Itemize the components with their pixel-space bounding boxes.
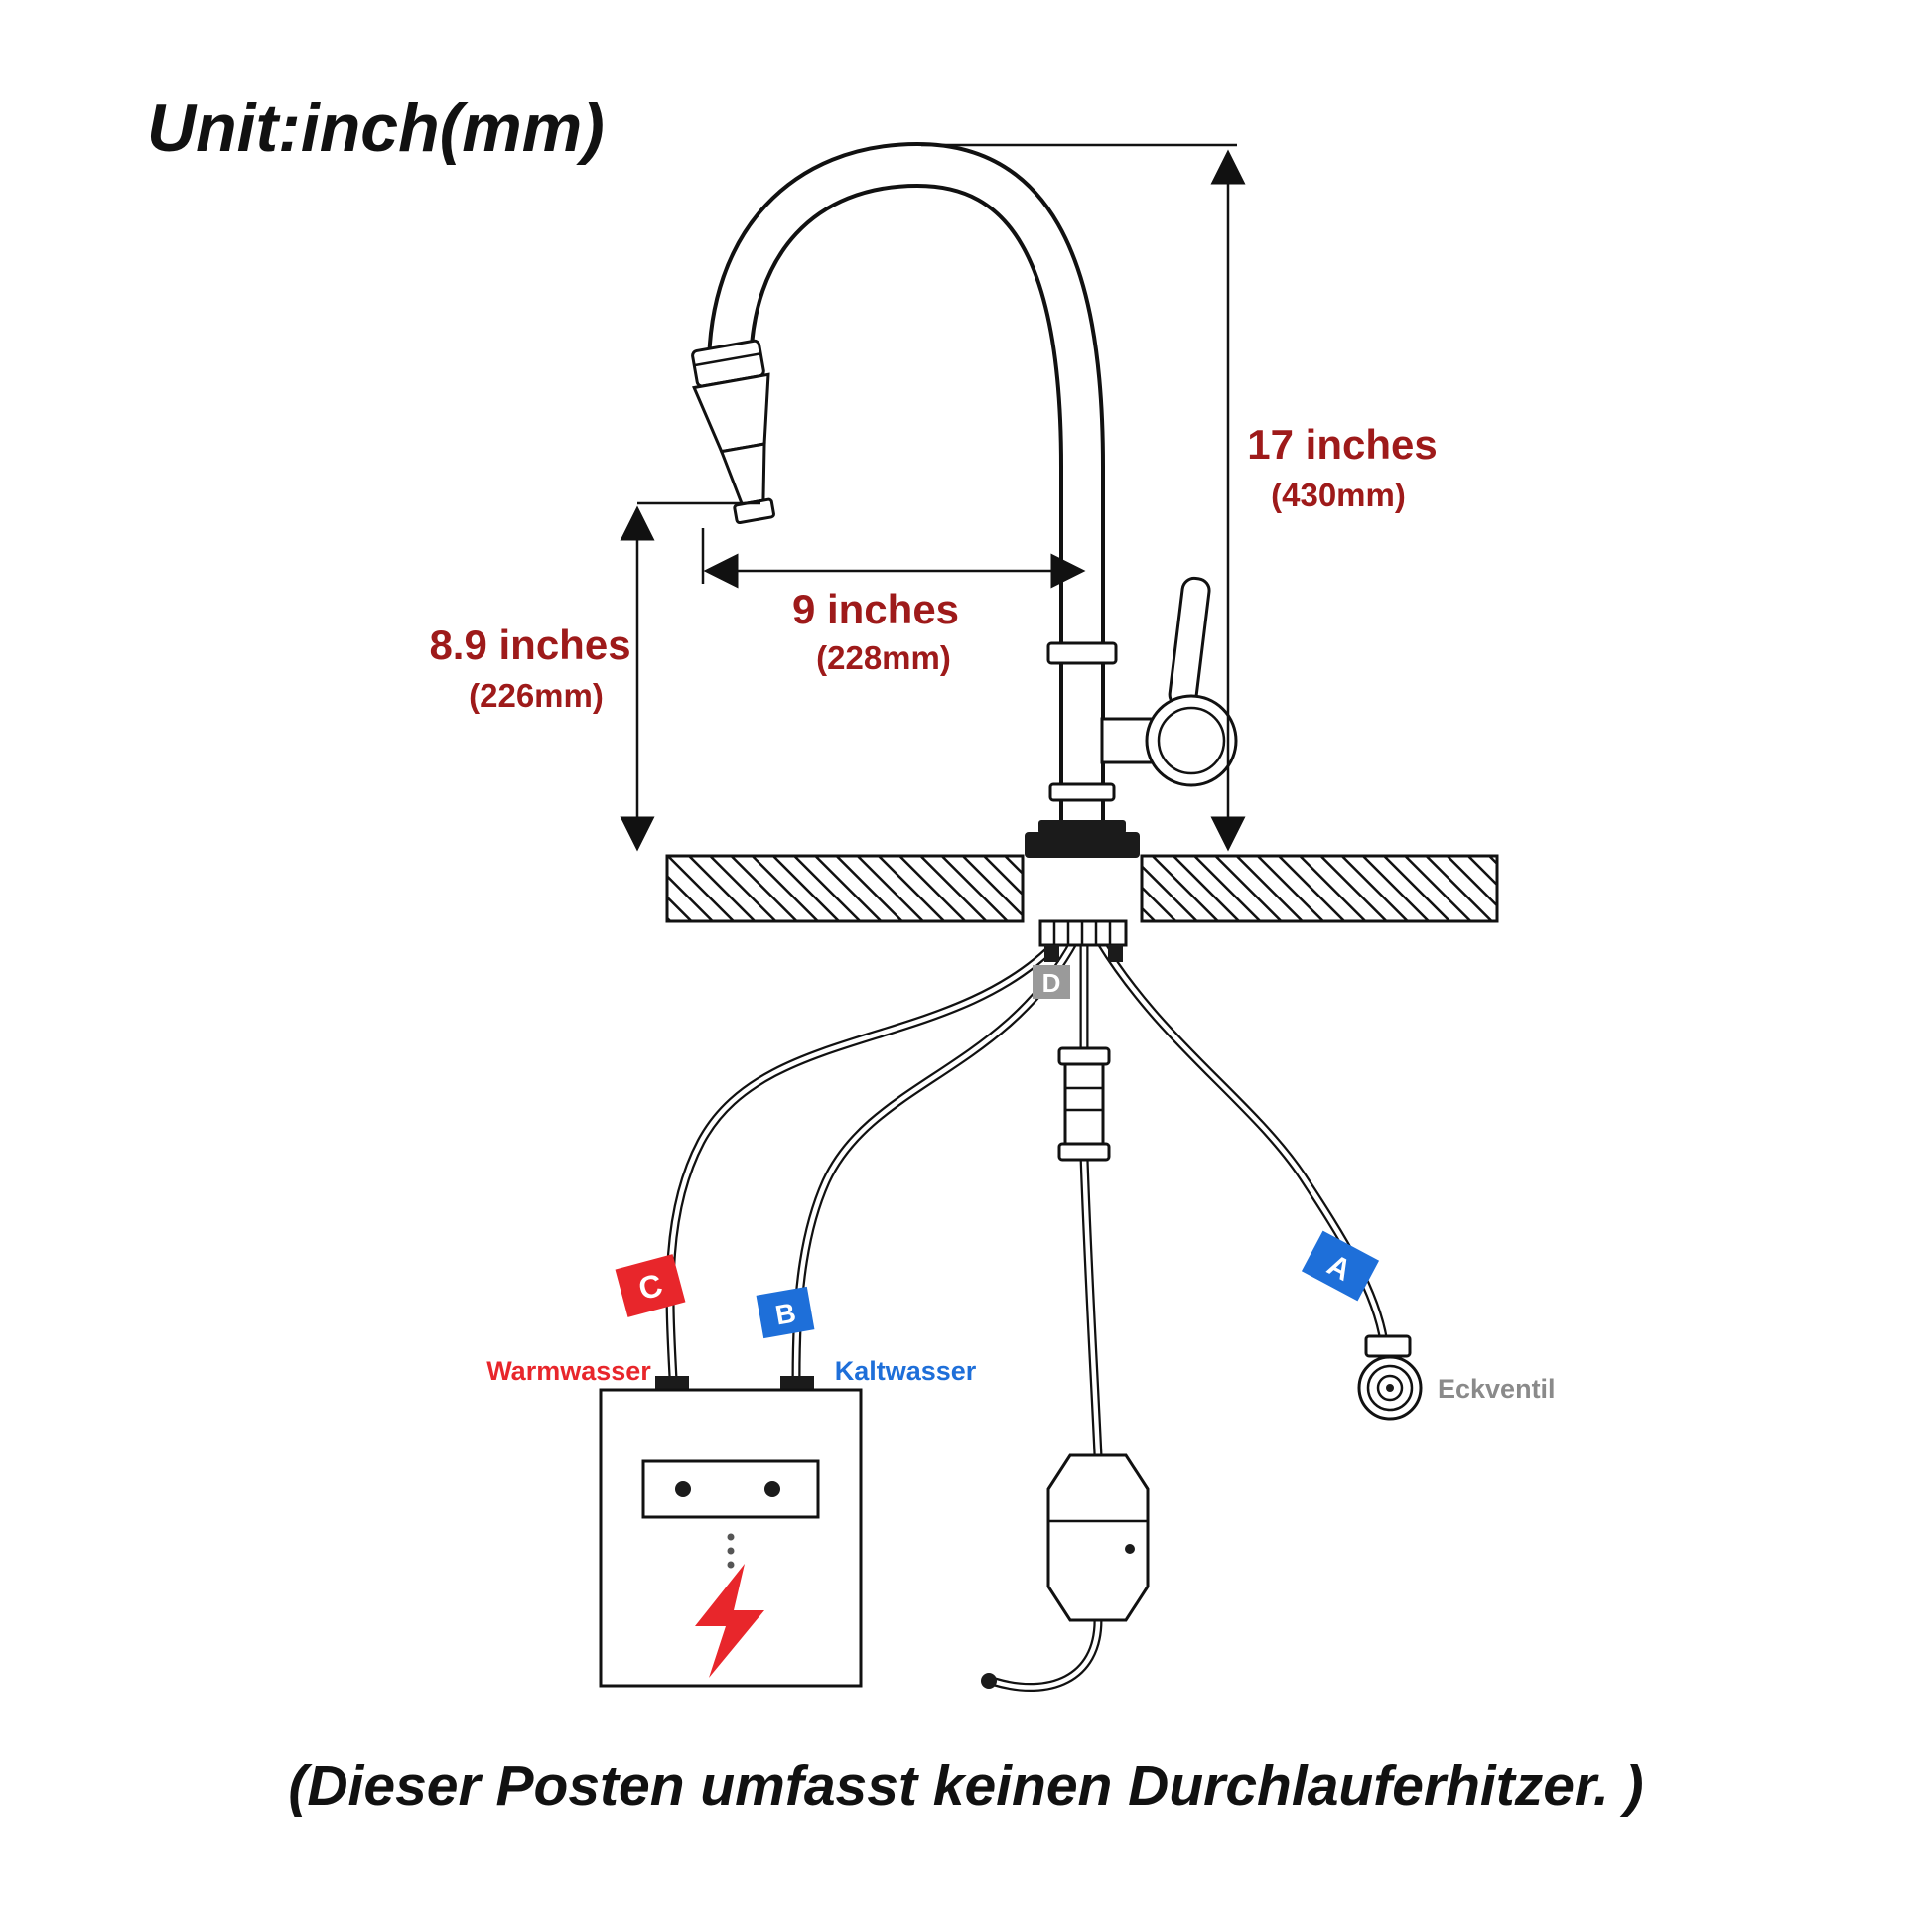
sprayer-head <box>691 339 775 525</box>
dimension-base-metric: (226mm) <box>469 677 604 714</box>
angle-valve-label: Eckventil <box>1438 1374 1556 1404</box>
deck-flange <box>1025 832 1140 858</box>
box-led-2 <box>727 1547 735 1555</box>
valve-center <box>1386 1384 1394 1392</box>
sprayer-nozzle <box>719 442 766 506</box>
flag-b-banner <box>756 1286 815 1339</box>
dimension-lines <box>620 143 1246 852</box>
box-panel <box>641 1459 820 1519</box>
hot-hose <box>665 936 1063 1383</box>
counterweight-body <box>1046 1453 1150 1622</box>
valve-stem-nut <box>1364 1334 1412 1358</box>
mounting-bolt-right <box>1108 945 1123 962</box>
valve-mid <box>1366 1364 1414 1412</box>
caption: (Dieser Posten umfasst keinen Durchlaufe… <box>288 1754 1643 1818</box>
cold-water-label: Kaltwasser <box>835 1356 977 1386</box>
dimension-height-metric: (430mm) <box>1271 477 1406 513</box>
countertop-right <box>1140 854 1499 923</box>
fitting-top-nut <box>1057 1046 1111 1066</box>
dimension-height-label: 17 inches <box>1247 421 1437 468</box>
box-led-1 <box>727 1533 735 1541</box>
faucet-spout-fill <box>711 145 1101 858</box>
sprayer-hose-lower-fill <box>992 1617 1101 1690</box>
countertop <box>665 854 1499 923</box>
handle-knob-outer <box>1145 694 1238 787</box>
box-panel-dot-right <box>764 1481 780 1497</box>
countertop-left <box>665 854 1025 923</box>
flag-c-banner <box>615 1254 686 1317</box>
dimension-base-label: 8.9 inches <box>429 621 630 668</box>
body-joint-ring <box>1048 782 1116 802</box>
supply-hose-a-fill <box>1097 938 1387 1345</box>
sprayer-collar-band <box>694 352 761 367</box>
sprayer-hose-middle-fill <box>1081 1155 1101 1458</box>
fitting-bottom-nut <box>1057 1142 1111 1162</box>
flag-d-banner <box>1033 965 1070 999</box>
hot-hose-fill <box>667 938 1061 1381</box>
flag-c: C <box>615 1254 686 1317</box>
counterweight <box>1046 1453 1150 1622</box>
flag-d: D <box>1033 965 1070 999</box>
fitting-body <box>1063 1062 1105 1146</box>
control-box <box>599 1376 863 1688</box>
handle-stub <box>1100 717 1154 764</box>
faucet-drawing <box>691 141 1238 858</box>
flag-a-banner <box>1301 1230 1380 1302</box>
mounting-nut <box>1038 919 1128 962</box>
faucet-handle <box>1100 576 1238 787</box>
dimension-reach-metric: (228mm) <box>816 639 951 676</box>
flag-a: A <box>1301 1230 1380 1302</box>
inline-fitting <box>1057 1046 1111 1162</box>
cold-hose-fill <box>793 938 1077 1381</box>
sprayer-hose-end-fitting <box>981 1673 997 1689</box>
valve-inner <box>1376 1374 1404 1402</box>
sprayer-body <box>692 372 770 454</box>
angle-valve-drawing <box>1357 1334 1423 1421</box>
box-led-3 <box>727 1561 735 1569</box>
faucet-spout-outline <box>707 141 1105 858</box>
hot-water-label: Warmwasser <box>486 1356 651 1386</box>
handle-lever <box>1168 576 1211 709</box>
sprayer-hose-lower <box>990 1615 1103 1693</box>
flag-d-letter: D <box>1042 968 1061 998</box>
flag-b: B <box>756 1286 815 1339</box>
deck-flange-top <box>1038 820 1126 834</box>
spout-joint-ring <box>1046 641 1118 665</box>
lightning-icon <box>695 1564 764 1678</box>
dimension-reach-label: 9 inches <box>792 586 959 632</box>
counterweight-screw <box>1125 1544 1135 1554</box>
box-panel-dot-left <box>675 1481 691 1497</box>
unit-title: Unit:inch(mm) <box>147 90 605 166</box>
mounting-bolt-left <box>1044 945 1059 962</box>
